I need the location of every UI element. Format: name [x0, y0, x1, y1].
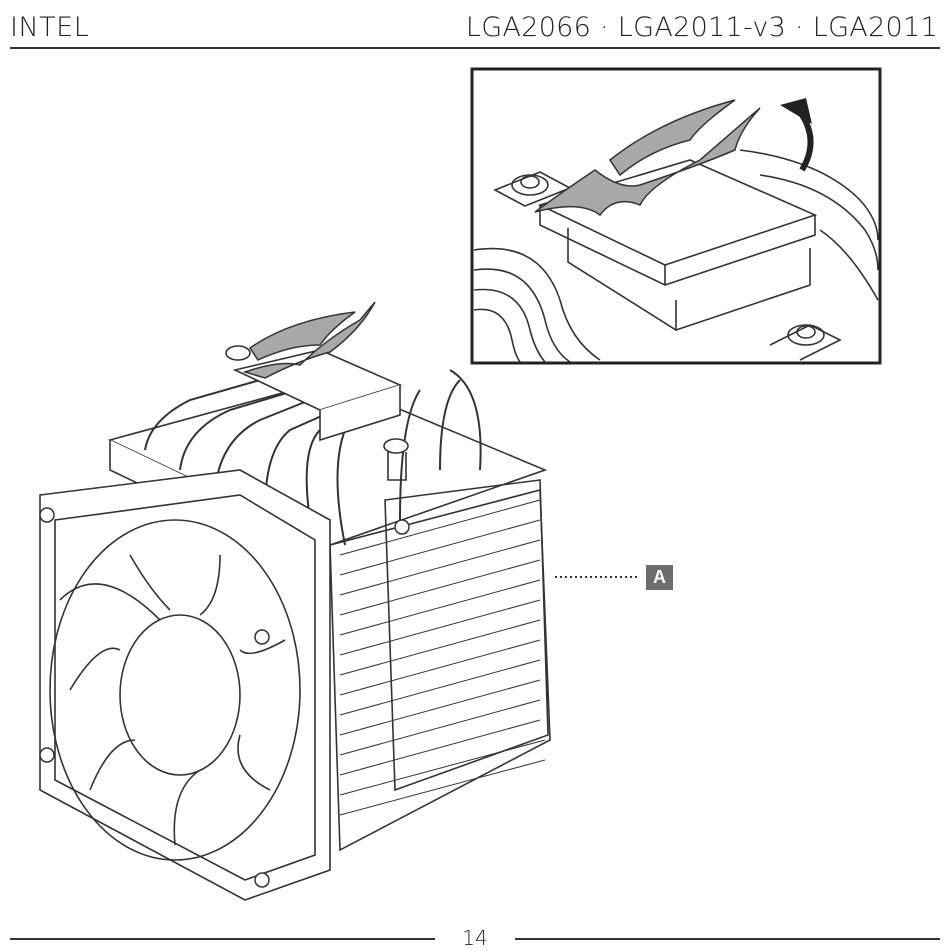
callout-label-a: A: [646, 565, 673, 590]
cooler-icon: [40, 346, 550, 900]
detail-inset: [472, 69, 880, 363]
footer-rule-right: [515, 938, 940, 940]
